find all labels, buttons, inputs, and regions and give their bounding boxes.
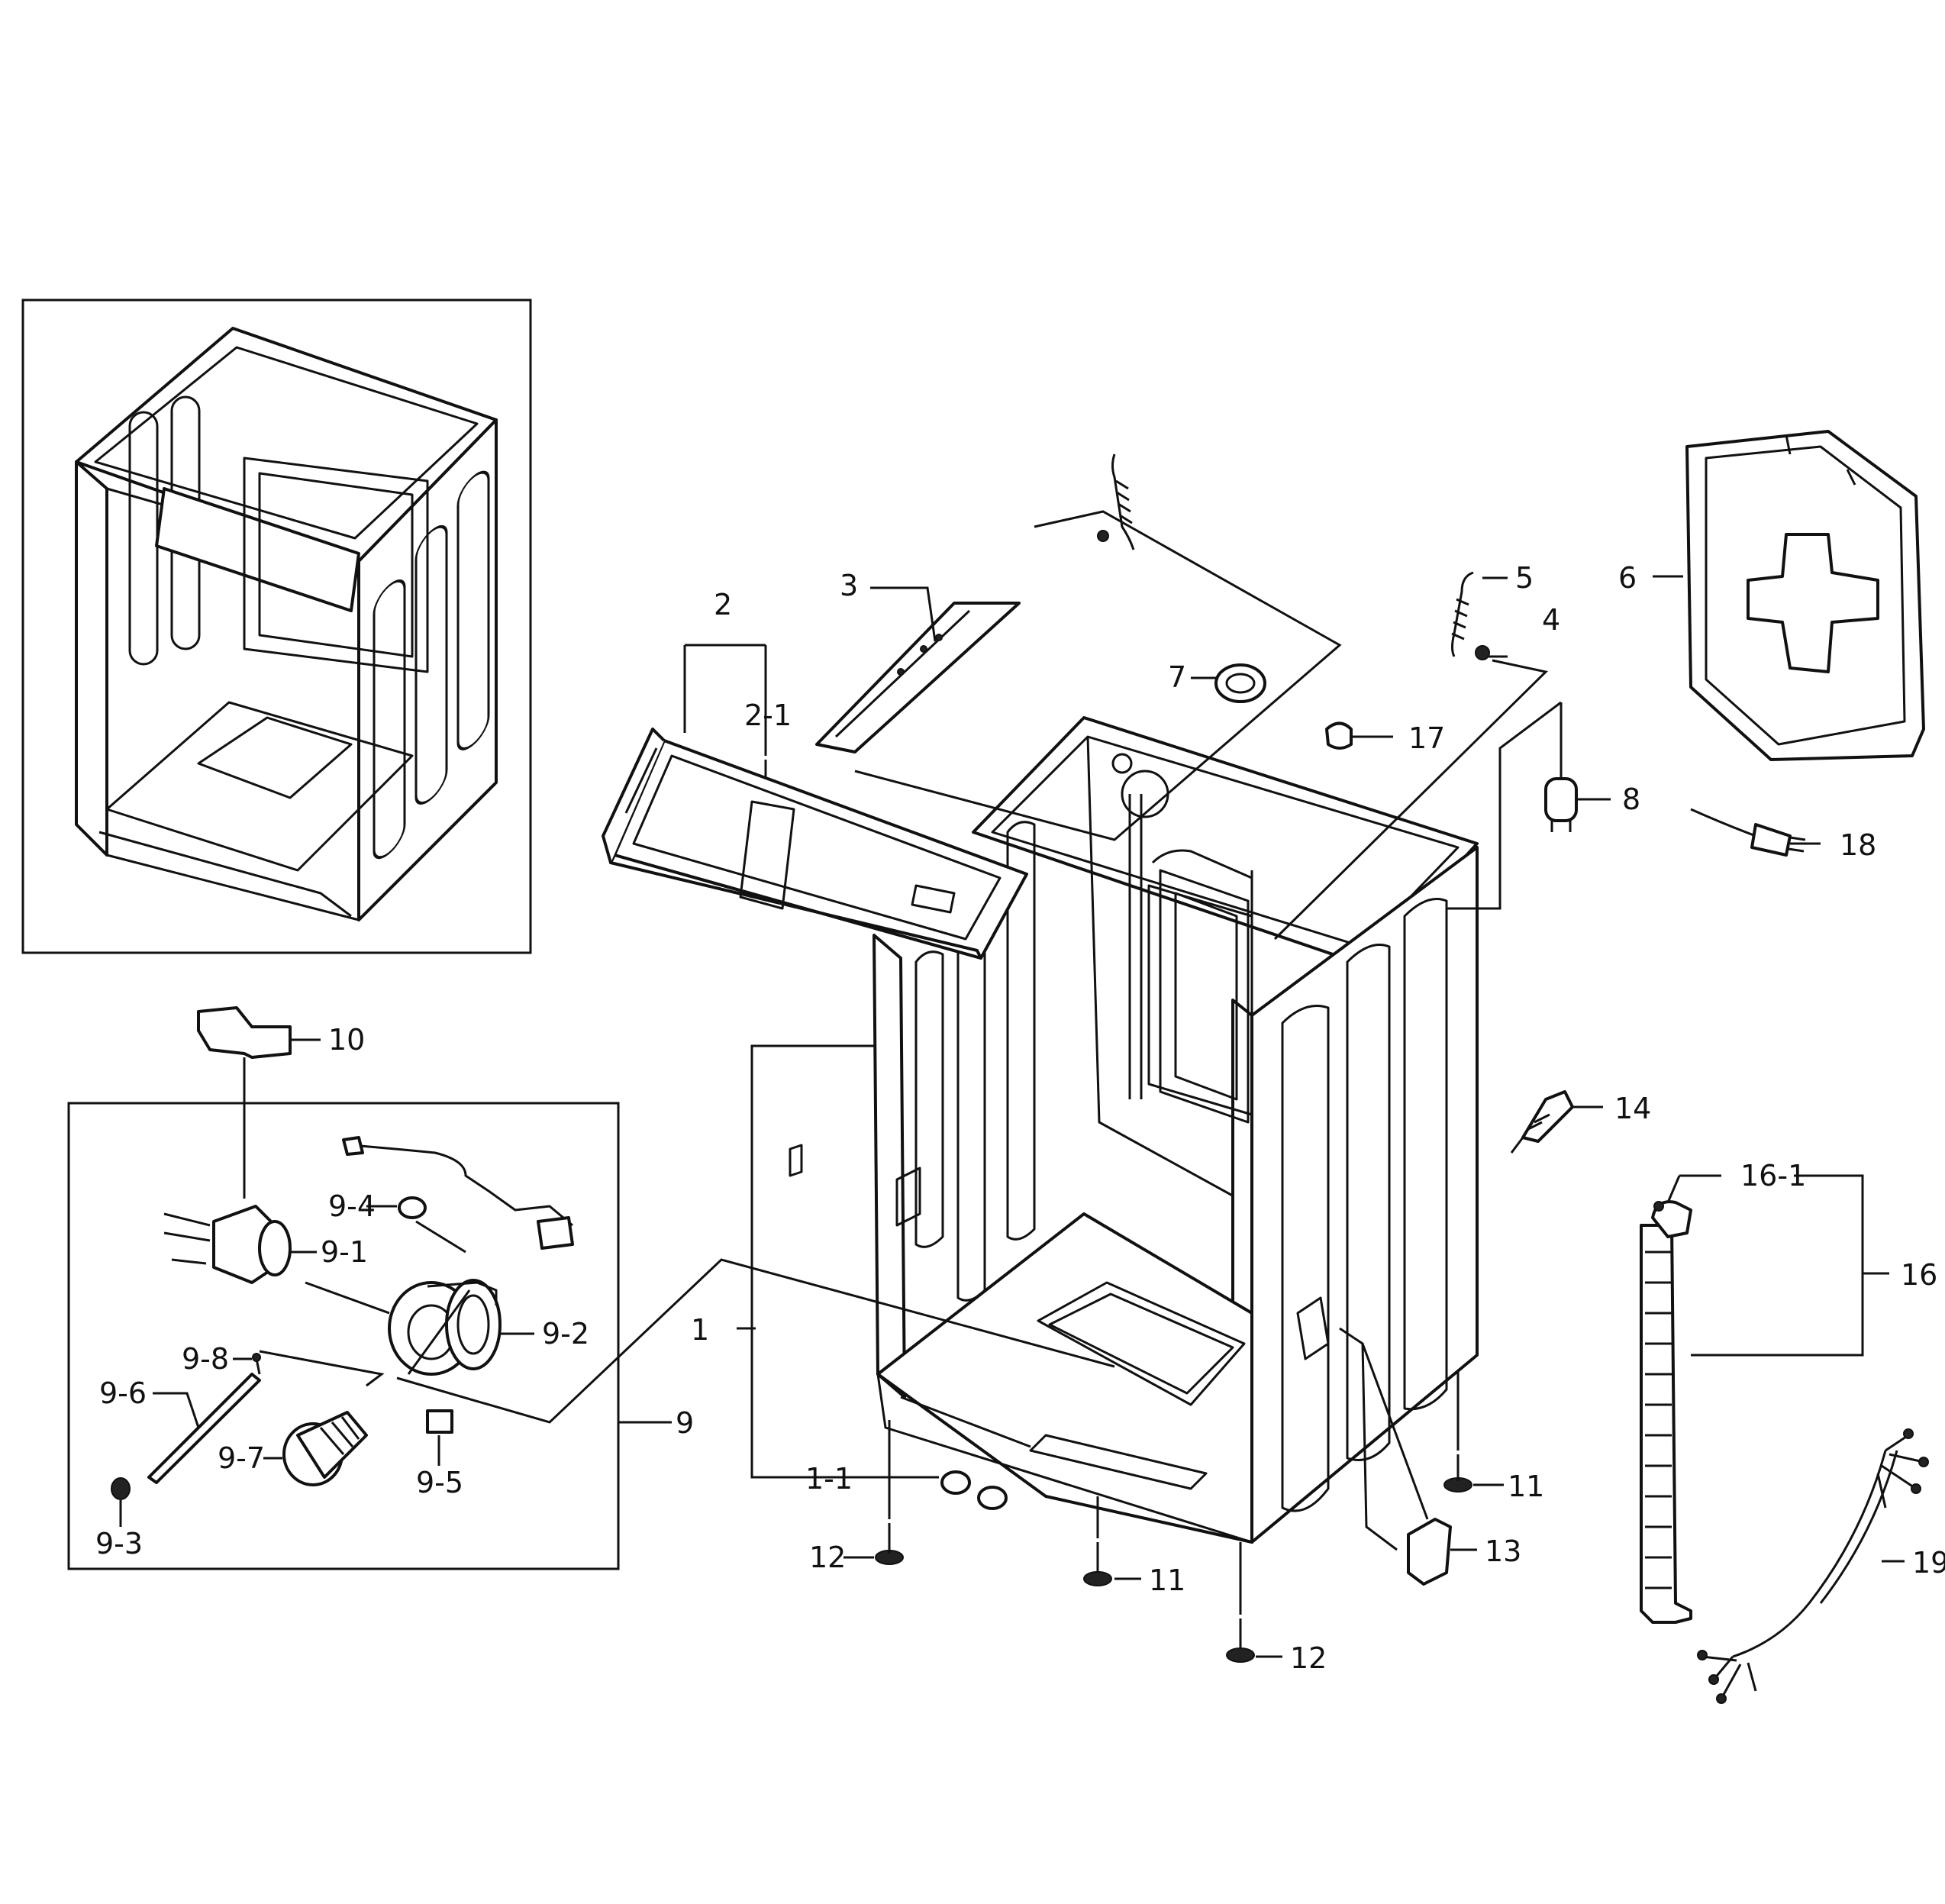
part-12-leg-b [1226,1618,1255,1663]
label-13: 13 [1485,1534,1521,1568]
label-2: 2 [714,588,732,621]
part-13-cover [1407,1518,1452,1586]
callout-labels: 1 1-1 2 2-1 3 4 5 6 7 8 9 9-1 9-2 9-3 9-… [95,561,1945,1675]
part-5-spring [1451,571,1490,660]
label-17: 17 [1408,721,1445,755]
part-11-leg-b [1083,1542,1112,1586]
leader-lines [119,510,1905,1658]
label-9-6: 9-6 [99,1376,147,1410]
label-9: 9 [676,1406,694,1440]
label-11-right: 11 [1508,1470,1544,1503]
label-9-5: 9-5 [416,1466,463,1499]
label-9-7: 9-7 [218,1441,265,1475]
label-5: 5 [1515,561,1534,595]
part-17-clip [1325,721,1353,750]
main-cabinet [789,716,1479,1544]
pump-subassembly-box [67,1102,620,1570]
label-12-bottom: 12 [1290,1641,1327,1675]
control-panel-frame [602,728,1028,960]
label-1: 1 [691,1313,709,1347]
part-18-power-cord [1690,808,1806,857]
label-7: 7 [1168,660,1186,694]
label-9-4: 9-4 [328,1189,376,1223]
label-9-1: 9-1 [321,1235,368,1269]
part-3-bracket [815,602,1021,754]
part-10-sensor [197,1006,292,1059]
part-16-drain-hose [1640,1200,1692,1624]
part-6-back-panel [1685,430,1925,761]
part-11-leg-a [1443,1454,1472,1493]
label-4: 4 [1542,603,1560,637]
part-1-1-bushings [940,1470,1008,1510]
label-16-1: 16-1 [1740,1159,1806,1192]
label-1-1: 1-1 [805,1462,853,1496]
label-9-2: 9-2 [542,1317,589,1351]
label-3: 3 [840,569,858,602]
label-8: 8 [1622,783,1640,816]
label-18: 18 [1840,828,1876,862]
label-9-3: 9-3 [95,1527,143,1560]
label-19: 19 [1912,1546,1945,1580]
label-11-center: 11 [1149,1564,1185,1597]
part-12-leg-a [875,1523,904,1565]
label-10: 10 [328,1023,365,1057]
part-14-valve [1510,1090,1574,1154]
label-9-8: 9-8 [182,1342,229,1376]
label-16: 16 [1901,1258,1937,1292]
part-8-filter [1544,777,1578,832]
inset-assembled-cabinet [21,299,532,954]
label-14: 14 [1614,1092,1651,1125]
label-12-left: 12 [809,1541,846,1574]
part-7-grommet [1214,663,1266,703]
part-spring-top [1097,453,1135,550]
label-2-1: 2-1 [744,699,792,732]
part-19-wire-harness [1697,1428,1929,1704]
label-6: 6 [1618,561,1637,595]
